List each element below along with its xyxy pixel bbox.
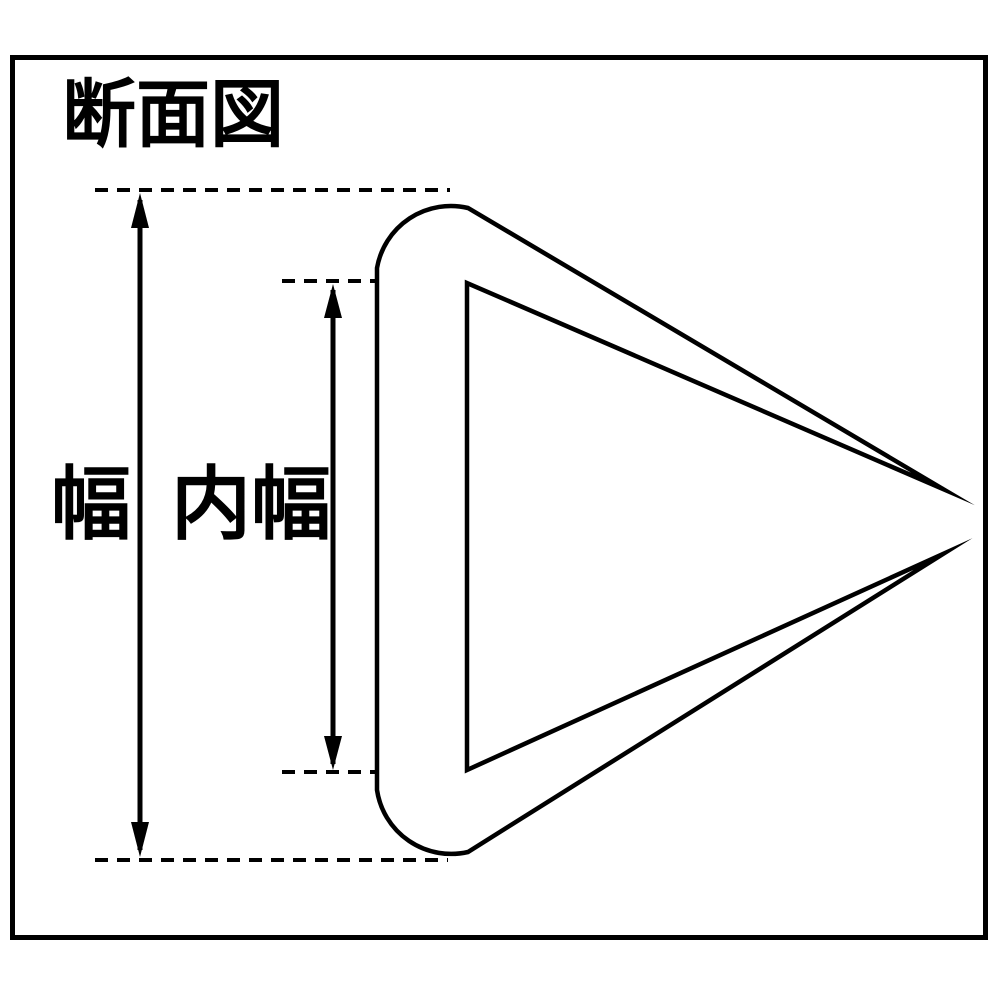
section-title: 断面図 xyxy=(62,72,284,158)
arrowhead-down-icon xyxy=(324,736,342,770)
inner-width-label: 内幅 xyxy=(171,458,331,551)
arrowhead-up-icon xyxy=(131,193,149,228)
inner-width-dimension-arrow xyxy=(324,284,342,770)
arrowhead-up-icon xyxy=(324,284,342,318)
outer-width-dimension-arrow xyxy=(131,193,149,857)
outer-width-label: 幅 xyxy=(51,458,131,551)
profile-outline xyxy=(374,203,975,857)
arrowhead-down-icon xyxy=(131,822,149,857)
image-border xyxy=(10,55,988,940)
